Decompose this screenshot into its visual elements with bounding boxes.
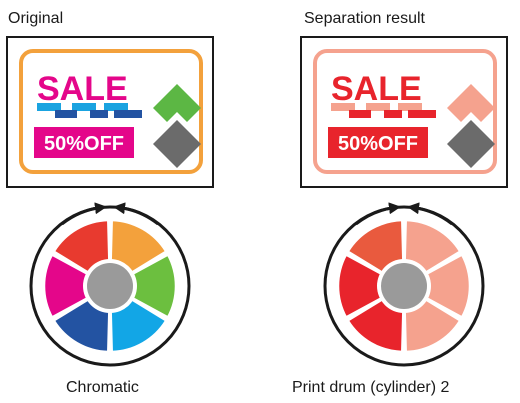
original-heading: Original (8, 10, 64, 27)
separation-wheel-segment-right (401, 252, 472, 320)
separation-rotation-arrow-right (407, 202, 453, 226)
original-offer-box (34, 127, 134, 158)
original-offer-text: 50%OFF (44, 133, 124, 155)
separation-offer-text: 50%OFF (338, 133, 418, 155)
separation-rounded-border (313, 49, 497, 174)
original-panel: SALE 50%OFF (6, 36, 214, 367)
original-wheel-segment-left (42, 252, 113, 320)
original-rounded-border (19, 49, 203, 174)
separation-diamond-top (447, 84, 495, 122)
original-rotation-arrow-right (113, 202, 159, 226)
separation-sale-text: SALE (331, 70, 422, 108)
separation-stripe-top-3 (398, 103, 422, 111)
original-stripe-bottom-1 (55, 110, 77, 118)
separation-diamond-bottom (447, 120, 495, 168)
original-sale-text: SALE (37, 70, 128, 108)
original-stripe-bottom-3 (114, 110, 142, 118)
original-wheel-ring (29, 205, 191, 367)
separation-rotation-arrow-left (355, 202, 401, 226)
original-stripe-top-3 (104, 103, 128, 111)
separation-wheel-ring (323, 205, 485, 367)
original-diamond-bottom (153, 120, 201, 168)
separation-offer-box (328, 127, 428, 158)
separation-wheel-segment-left (336, 252, 407, 320)
separation-stripe-bottom-1 (349, 110, 371, 118)
original-diamond-top (153, 84, 201, 122)
original-stripe-top-1 (37, 103, 61, 111)
separation-stripe-top-2 (366, 103, 390, 111)
original-stripe-top-2 (72, 103, 96, 111)
original-rotation-arrow-left (61, 202, 107, 226)
separation-hub (381, 263, 427, 309)
separation-result-heading: Separation result (304, 10, 425, 27)
original-hub (87, 263, 133, 309)
separation-stripe-bottom-3 (408, 110, 436, 118)
print-drum-caption: Print drum (cylinder) 2 (292, 379, 450, 396)
separation-result-panel: SALE 50%OFF (300, 36, 508, 367)
chromatic-caption: Chromatic (66, 379, 139, 396)
original-stripe-bottom-2 (90, 110, 108, 118)
separation-stripe-bottom-2 (384, 110, 402, 118)
original-wheel-segment-right (107, 252, 178, 320)
separation-stripe-top-1 (331, 103, 355, 111)
